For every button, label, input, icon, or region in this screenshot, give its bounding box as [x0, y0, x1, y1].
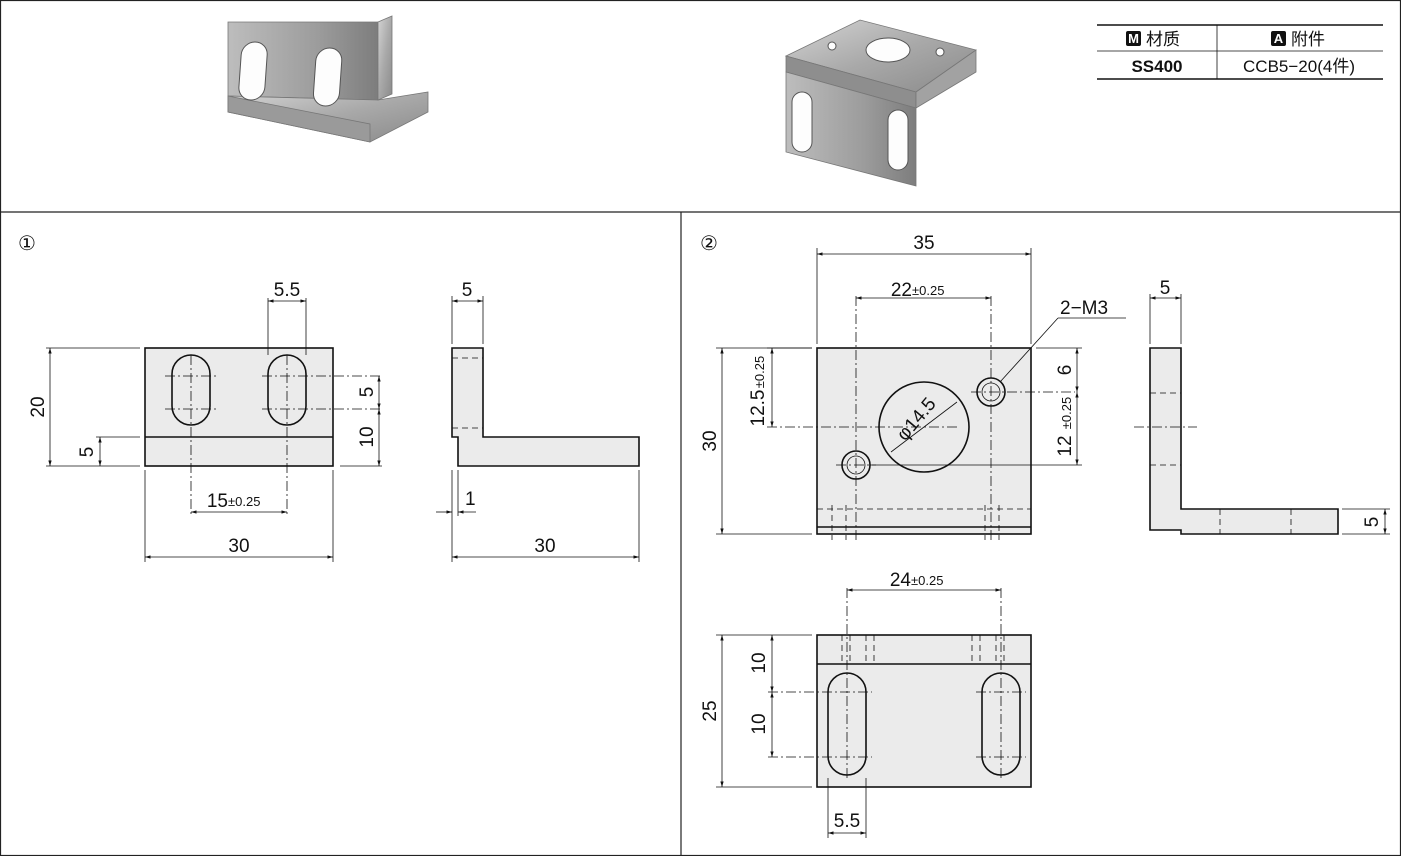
- spec-table: M 材质 A 附件 SS400 CCB5−20(4件): [1097, 24, 1383, 80]
- panel-2-front-dimensions: 24 ±0.25 25 10 10 5.5: [700, 570, 1001, 838]
- dim-hole-pitch-tol: ±0.25: [912, 283, 944, 298]
- dim-left-hole-pos: 12.5: [748, 390, 769, 427]
- attachment-badge-icon: [1271, 31, 1286, 46]
- attachment-value: CCB5−20(4件): [1243, 57, 1355, 76]
- panel-1-index: ①: [18, 233, 36, 255]
- panel-2-front-view: [768, 588, 1032, 788]
- panel-2-side-view: [1134, 347, 1339, 535]
- dim-p2-side-thickness: 5: [1160, 278, 1171, 299]
- dim-step: 1: [465, 489, 476, 510]
- dim-front-slot-width: 5.5: [834, 811, 860, 832]
- material-badge-icon: [1126, 31, 1141, 46]
- attachment-badge-letter: A: [1274, 31, 1284, 46]
- product-photo-1: [227, 15, 429, 143]
- dim-left-hole-pos-tol: ±0.25: [752, 356, 767, 388]
- dim-slot-length: 5: [357, 387, 378, 398]
- dim-base-thickness: 5: [1362, 517, 1383, 528]
- product-photo-2: [784, 19, 977, 187]
- material-badge-letter: M: [1128, 31, 1139, 46]
- dim-height: 20: [28, 396, 49, 417]
- dim-top-width: 35: [913, 233, 934, 254]
- panel-1-dimensions: 5.5 20 5 5 10 15 ±0.25 30: [28, 280, 382, 562]
- dim-slot-width: 5.5: [274, 280, 300, 301]
- panel-1-side-dimensions: 5 1 30: [436, 280, 640, 562]
- dim-pitch: 15: [207, 491, 228, 512]
- panel-2-index: ②: [700, 233, 718, 255]
- panel-2-side-dimensions: 5 5: [1149, 278, 1390, 535]
- dim-front-height: 25: [700, 700, 721, 721]
- dim-hole-vertical-tol: ±0.25: [1059, 397, 1074, 429]
- dim-side-width: 30: [534, 536, 555, 557]
- dim-hole-vertical: 12: [1055, 435, 1076, 456]
- material-header: 材质: [1146, 30, 1180, 49]
- dim-hole-pitch: 22: [891, 280, 912, 301]
- dim-base: 5: [77, 447, 98, 458]
- dim-side-thickness: 5: [462, 280, 473, 301]
- dim-slot-position: 10: [357, 426, 378, 447]
- dim-pitch-tol: ±0.25: [228, 494, 260, 509]
- material-value: SS400: [1131, 57, 1182, 76]
- attachment-header: 附件: [1291, 30, 1325, 49]
- dim-slot-pitch-tol: ±0.25: [911, 573, 943, 588]
- dim-width: 30: [228, 536, 249, 557]
- dim-right-hole-top: 6: [1055, 365, 1076, 376]
- dim-top-height: 30: [700, 430, 721, 451]
- dim-slot-upper: 10: [749, 652, 770, 673]
- dim-slot-lower: 10: [749, 713, 770, 734]
- panel-2-top-view: [767, 296, 1075, 540]
- panel-1-front-view: [144, 347, 382, 515]
- panel-1-side-view: [451, 347, 640, 467]
- thread-callout: 2−M3: [1060, 298, 1108, 319]
- dim-slot-pitch: 24: [890, 570, 912, 591]
